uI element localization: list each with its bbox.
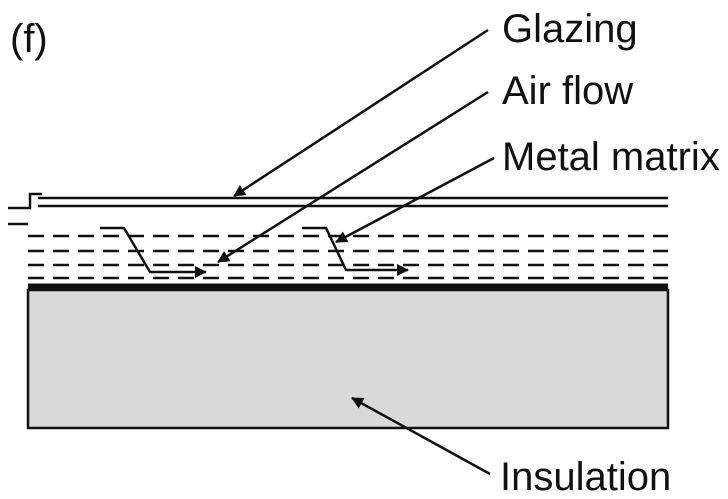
panel-label: (f) bbox=[10, 17, 48, 61]
metal-matrix-leader bbox=[335, 156, 495, 244]
glazing-leader bbox=[233, 28, 489, 198]
metal-matrix-label: Metal matrix bbox=[502, 135, 720, 179]
air-flow-path-left bbox=[100, 226, 207, 278]
air-flow-leader bbox=[217, 90, 489, 264]
metal-matrix-layers bbox=[28, 234, 668, 280]
insulation-leader bbox=[351, 396, 491, 476]
insulation-block bbox=[26, 288, 670, 430]
insulation-label: Insulation bbox=[500, 455, 671, 499]
glazing-layer bbox=[8, 192, 668, 226]
air-flow-path-right bbox=[302, 226, 409, 276]
air-flow-paths bbox=[100, 226, 409, 278]
air-flow-label: Air flow bbox=[502, 69, 633, 113]
leader-lines bbox=[217, 28, 495, 476]
glazing-label: Glazing bbox=[502, 7, 638, 51]
